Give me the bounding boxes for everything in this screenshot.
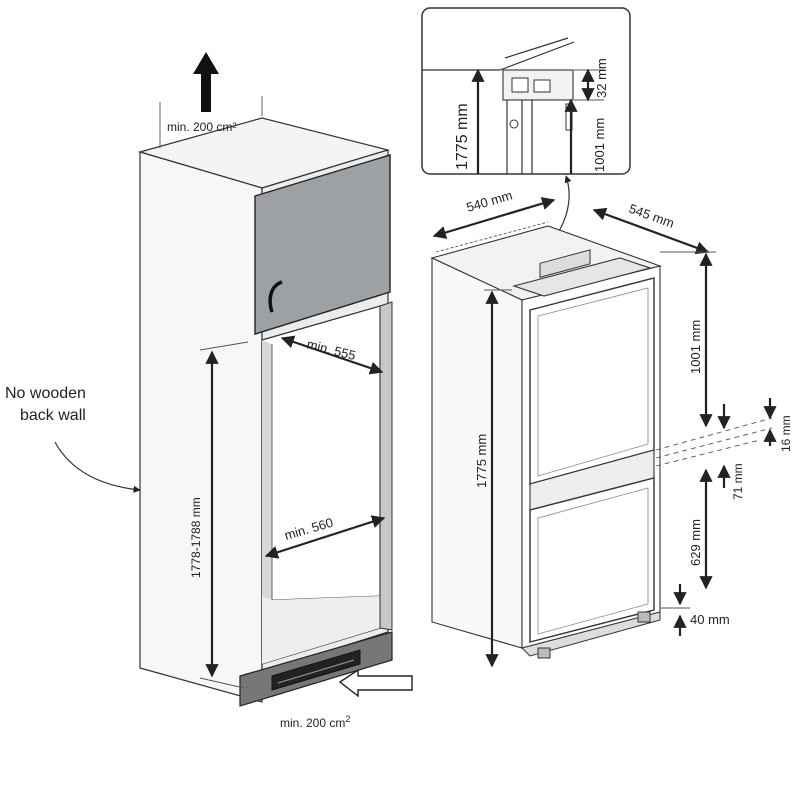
back-wall-line2: back wall <box>20 407 86 424</box>
fridge-base <box>521 611 661 657</box>
door-handle <box>268 280 283 313</box>
width-top-dim-line <box>280 335 384 375</box>
bottom-vent-label-sup: 2 <box>345 714 350 724</box>
gap-dash-3 <box>655 439 761 467</box>
cabinet-side-face <box>139 151 263 703</box>
cabinet-height-label: 1778-1788 mm <box>189 497 203 578</box>
vent-slat <box>277 659 355 684</box>
hollow-arrow-icon <box>338 668 413 698</box>
up-arrow-icon <box>193 52 219 112</box>
fridge-width-label: 540 mm <box>465 188 514 215</box>
fridge-upper-label: 1001 mm <box>688 320 703 374</box>
fridge-height-dim: 1775 mm <box>474 289 512 668</box>
fridge-right-dims: 1001 mm 16 mm 71 mm 629 mm 40 mm <box>655 251 793 636</box>
detail-pin <box>509 119 519 129</box>
frame-stripe <box>379 301 393 631</box>
gap16-label: 16 mm <box>779 415 793 452</box>
fridge-upper-door <box>529 277 655 485</box>
fridge-unit <box>430 221 662 659</box>
cabinet-height-ext-top <box>199 341 249 351</box>
bottom-vent: min. 200 cm2 <box>280 668 413 730</box>
gap71-label: 71 mm <box>731 463 745 500</box>
fridge-hinge-plate <box>539 249 591 278</box>
fridge-upper-door-inner <box>537 287 649 477</box>
detail-top-slope <box>499 41 575 71</box>
detail-height-label: 1775 mm <box>454 103 471 170</box>
cabinet-upper-door <box>254 154 391 335</box>
fridge-foot-right <box>637 611 651 623</box>
fridge-width-dim: 540 mm <box>432 188 556 239</box>
detail-hinge-slot2 <box>533 79 551 93</box>
fridge-depth-label: 545 mm <box>627 201 676 231</box>
fridge-depth-dim: 545 mm <box>592 201 710 255</box>
bottom-vent-label: min. 200 cm2 <box>280 714 350 730</box>
detail-top-slope2 <box>504 37 569 59</box>
fridge-top-hinge <box>512 257 652 297</box>
kitchen-cabinet <box>137 117 393 707</box>
recess-floor <box>262 596 380 664</box>
cabinet-height-ext-bottom <box>199 677 245 689</box>
cabinet-height-dim: 1778-1788 mm <box>189 341 249 689</box>
base-label: 40 mm <box>690 612 730 627</box>
fridge-lower-label: 629 mm <box>688 519 703 566</box>
fridge-height-label: 1775 mm <box>474 434 489 488</box>
top-vent: min. 200 cm² <box>159 52 263 148</box>
fridge-width-dim-line <box>432 197 556 239</box>
gap-dash-2 <box>655 427 773 459</box>
detail-hinge-slot <box>511 77 529 93</box>
detail-1001-label: 1001 mm <box>592 118 607 172</box>
fridge-lower-door <box>529 477 655 643</box>
plinth-vent-grille <box>271 649 361 691</box>
width-mid-dim-line <box>264 515 386 559</box>
back-wall-line1: No wooden <box>5 385 86 402</box>
gap-dash-1 <box>655 417 773 451</box>
fridge-foot <box>537 647 551 659</box>
bottom-vent-label-text: min. 200 cm <box>280 716 345 730</box>
fridge-lower-door-inner <box>537 487 649 635</box>
detail-32-label: 32 mm <box>594 58 609 98</box>
top-vent-label: min. 200 cm² <box>167 120 236 134</box>
detail-inset: 1775 mm 32 mm 1001 mm <box>421 7 631 247</box>
recess-inner-side <box>262 340 272 600</box>
fridge-depth-dim-line <box>592 207 710 255</box>
back-wall-note: No wooden back wall <box>5 385 141 493</box>
back-wall-pointer-arrow <box>54 441 141 493</box>
